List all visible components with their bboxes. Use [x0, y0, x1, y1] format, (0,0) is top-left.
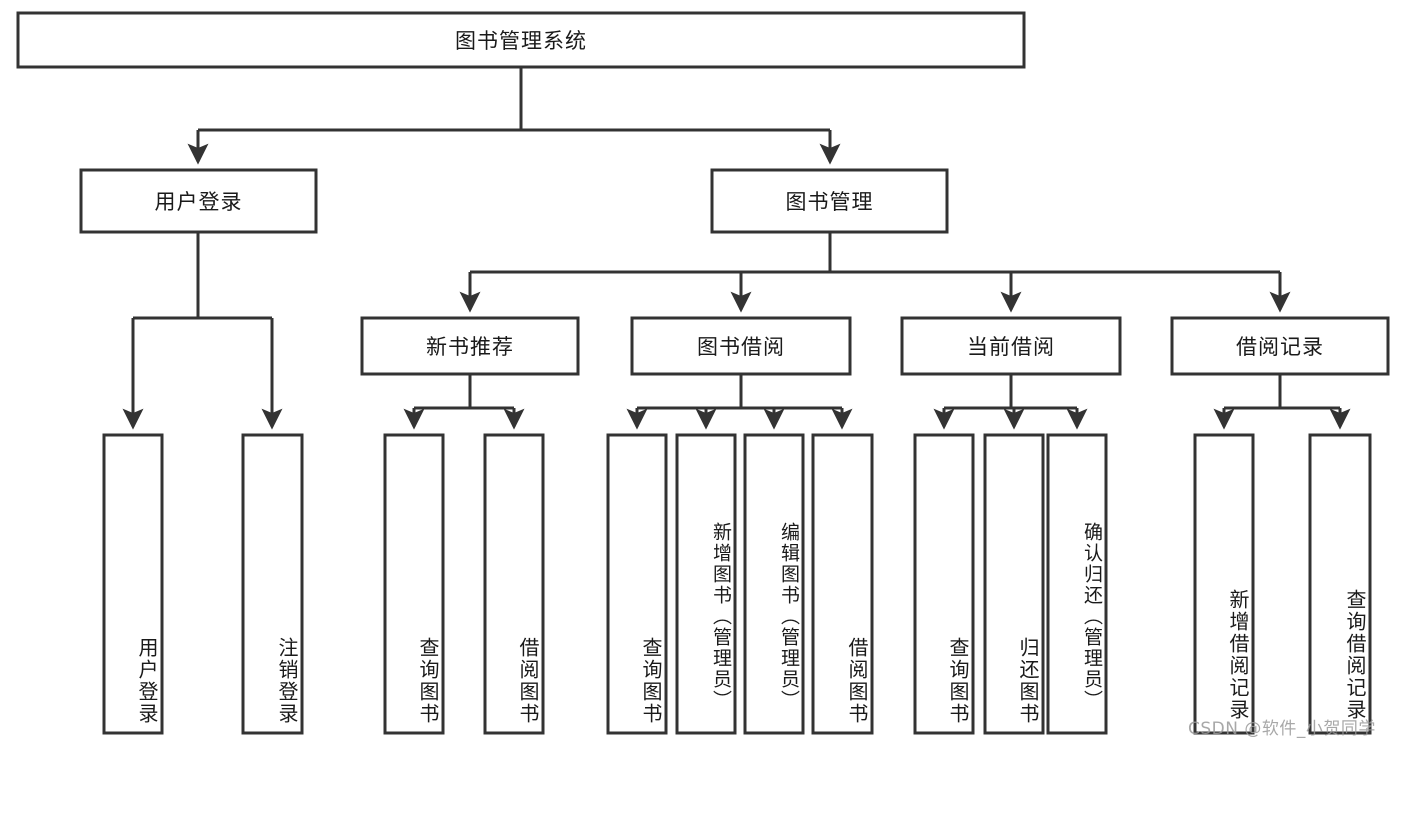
node-box-leaf-add-borrow-record[interactable]: [1193, 433, 1255, 735]
node-box-new-book-recommend[interactable]: [360, 316, 580, 376]
watermark-text: CSDN @软件_小贺同学: [1188, 719, 1376, 739]
node-box-leaf-query-book-3[interactable]: [913, 433, 975, 735]
node-box-book-borrow[interactable]: [630, 316, 852, 376]
node-box-root[interactable]: [16, 11, 1026, 69]
connector-group-root: [187, 67, 841, 165]
connector-group-current-borrow: [933, 374, 1088, 430]
node-box-leaf-query-book-1[interactable]: [383, 433, 445, 735]
node-box-current-borrow[interactable]: [900, 316, 1122, 376]
diagram-canvas: 图书管理系统用户登录图书管理新书推荐图书借阅当前借阅借阅记录用户登录注销登录查询…: [16, 11, 1390, 739]
connector-group-borrow-record: [1213, 374, 1351, 430]
node-box-user-login[interactable]: [79, 168, 318, 234]
connector-group-user-login: [122, 232, 283, 430]
connector-group-new-book-recommend: [403, 374, 525, 430]
node-box-leaf-edit-book-admin[interactable]: [743, 433, 805, 735]
node-box-leaf-user-login[interactable]: [102, 433, 164, 735]
node-box-leaf-add-book-admin[interactable]: [675, 433, 737, 735]
node-box-leaf-query-borrow-record[interactable]: [1308, 433, 1372, 735]
node-box-leaf-user-logout[interactable]: [241, 433, 304, 735]
node-box-leaf-confirm-return-admin[interactable]: [1046, 433, 1108, 735]
diagram-svg: [16, 11, 1390, 735]
node-box-leaf-return-book[interactable]: [983, 433, 1045, 735]
connector-group-book-manage: [459, 232, 1291, 313]
node-box-leaf-borrow-book-1[interactable]: [483, 433, 545, 735]
node-box-borrow-record[interactable]: [1170, 316, 1390, 376]
connector-group-book-borrow: [626, 374, 853, 430]
node-box-leaf-query-book-2[interactable]: [606, 433, 668, 735]
node-box-layer: [16, 11, 1390, 735]
node-box-leaf-borrow-book-2[interactable]: [811, 433, 874, 735]
node-box-book-manage[interactable]: [710, 168, 949, 234]
